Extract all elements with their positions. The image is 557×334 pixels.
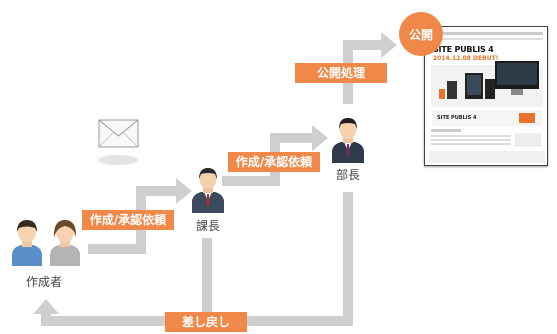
thumbnail-graphics — [429, 61, 545, 163]
arrow-sendback-head — [33, 299, 59, 314]
arrow-creator-to-chief-head — [176, 178, 192, 204]
published-site-thumbnail: SITE PUBLIS 4 2014.12.08 DEBUT! SIT — [424, 26, 548, 166]
publish-badge: 公開 — [399, 12, 443, 56]
arrow-head-to-publish-head — [381, 32, 397, 58]
arrow-chief-to-head-head — [312, 125, 328, 151]
creator-person-icon — [12, 220, 42, 266]
arrow-sendback-head-down — [343, 192, 353, 326]
arrow-head-to-publish-h — [343, 40, 381, 50]
arrow-sendback-up — [41, 314, 51, 326]
arrow-chief-to-head-h1 — [222, 176, 280, 186]
step-send-back: 差し戻し — [165, 312, 247, 332]
step-create-approve-1: 作成/承認依頼 — [82, 210, 174, 230]
department-head-label: 部長 — [335, 168, 360, 182]
thumbnail-site-subtitle: 2014.12.08 DEBUT! — [433, 55, 499, 62]
step-publish-process: 公開処理 — [295, 63, 387, 83]
step-create-approve-2: 作成/承認依頼 — [228, 152, 320, 172]
creator-label: 作成者 — [25, 275, 62, 289]
thumbnail-site-title: SITE PUBLIS 4 — [433, 45, 494, 54]
envelope-icon — [98, 119, 139, 165]
section-chief-person-icon — [192, 168, 224, 213]
arrow-creator-to-chief-h2 — [136, 186, 176, 196]
department-head-person-icon — [332, 118, 364, 163]
thumbnail-banner-title: SITE PUBLIS 4 — [437, 115, 477, 121]
arrow-sendback-chief-down — [202, 238, 212, 326]
arrow-chief-to-head-h2 — [270, 133, 312, 143]
creator-person-icon — [50, 220, 80, 266]
section-chief-label: 課長 — [195, 219, 220, 233]
arrow-creator-to-chief-h1 — [88, 244, 146, 254]
